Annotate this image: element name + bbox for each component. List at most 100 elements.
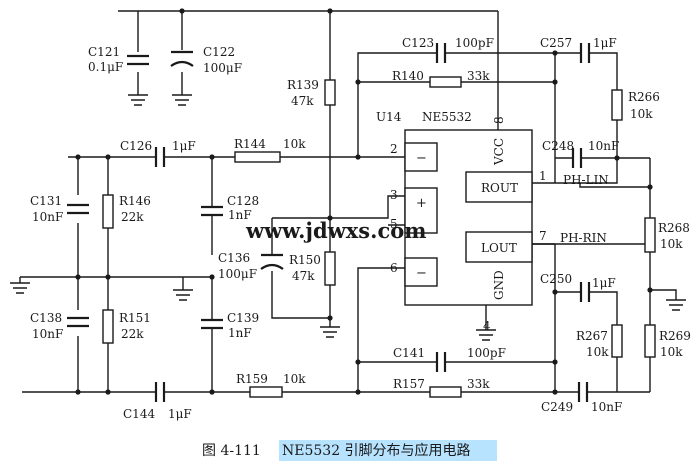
c121-value: 0.1μF xyxy=(88,60,123,74)
r139-value: 47k xyxy=(291,94,314,108)
c131-ref: C131 xyxy=(30,194,62,208)
capacitor-c250 xyxy=(579,282,591,302)
capacitor-c248 xyxy=(571,148,583,168)
capacitor-c128 xyxy=(201,205,223,217)
resistor-r139 xyxy=(324,79,336,106)
r140-ref: R140 xyxy=(392,69,424,83)
rout-label: ROUT xyxy=(481,181,518,195)
resistor-r140 xyxy=(429,76,462,88)
opamp-a-noninverting-box xyxy=(404,187,438,234)
r144-value: 10k xyxy=(283,137,306,151)
r266-value: 10k xyxy=(630,107,653,121)
ground-symbol-r150 xyxy=(320,326,340,338)
c248-value: 10nF xyxy=(588,139,619,153)
pin-4-label: 4 xyxy=(483,319,491,333)
c257-ref: C257 xyxy=(540,36,572,50)
c126-ref: C126 xyxy=(120,139,152,153)
resistor-r151 xyxy=(102,309,114,344)
caption-highlight xyxy=(279,440,497,461)
net-ph-rin: PH-RIN xyxy=(560,231,607,245)
c131-value: 10nF xyxy=(32,210,63,224)
resistor-r157 xyxy=(429,386,462,398)
r140-value: 33k xyxy=(467,69,490,83)
c141-ref: C141 xyxy=(393,346,425,360)
capacitor-c136 xyxy=(260,253,284,270)
ground-symbol-gnd-pin xyxy=(476,329,496,341)
r269-value: 10k xyxy=(660,345,683,359)
r146-value: 22k xyxy=(121,210,144,224)
pin-1-label: 1 xyxy=(539,169,547,183)
vcc-label: VCC xyxy=(492,138,506,166)
r157-value: 33k xyxy=(467,377,490,391)
r157-ref: R157 xyxy=(393,377,425,391)
capacitor-c141 xyxy=(435,352,447,372)
pin-3-label: 3 xyxy=(390,188,398,202)
c136-ref: C136 xyxy=(218,251,250,265)
c141-value: 100pF xyxy=(467,346,506,360)
capacitor-c121 xyxy=(127,54,149,66)
opamp-b-inverting-box xyxy=(404,257,438,287)
c249-value: 10nF xyxy=(591,400,622,414)
r146-ref: R146 xyxy=(119,194,151,208)
resistor-r268 xyxy=(644,217,656,253)
minus-sign-b: − xyxy=(416,266,427,281)
component-labels: C121 0.1μF C122 100μF R139 47k C123 100p… xyxy=(30,36,691,421)
r266-ref: R266 xyxy=(628,90,660,104)
lout-label: LOUT xyxy=(481,241,517,255)
rout-box xyxy=(465,171,533,203)
junction-dots xyxy=(75,8,653,395)
pin-5-label: 5 xyxy=(390,217,398,231)
resistor-r267 xyxy=(611,324,623,358)
c126-value: 1μF xyxy=(172,139,196,153)
c144-ref: C144 xyxy=(123,407,155,421)
resistor-r159 xyxy=(249,386,283,398)
c139-value: 1nF xyxy=(228,326,252,340)
lout-box xyxy=(465,231,533,263)
opamp-a-inverting-box xyxy=(404,142,438,172)
r150-value: 47k xyxy=(292,269,315,283)
figure-caption: 图 4-111 NE5532 引脚分布与应用电路 xyxy=(202,440,497,461)
r267-ref: R267 xyxy=(576,329,608,343)
r268-value: 10k xyxy=(660,237,683,251)
resistor-r266 xyxy=(611,89,623,121)
c121-ref: C121 xyxy=(88,45,120,59)
resistor-r144 xyxy=(234,151,281,163)
pin-7-label: 7 xyxy=(539,229,547,243)
c257-value: 1μF xyxy=(593,36,617,50)
ground-symbols xyxy=(10,94,686,341)
capacitor-c139 xyxy=(201,318,223,330)
r151-value: 22k xyxy=(121,327,144,341)
ground-symbol-c122 xyxy=(172,94,192,106)
capacitors xyxy=(67,43,591,402)
r151-ref: R151 xyxy=(119,311,151,325)
caption-title: NE5532 引脚分布与应用电路 xyxy=(282,442,471,459)
c128-value: 1nF xyxy=(228,208,252,222)
watermark: www.jdwxs.com xyxy=(245,218,426,243)
capacitor-c122 xyxy=(170,50,194,67)
resistor-r269 xyxy=(644,324,656,358)
caption-number: 图 4-111 xyxy=(202,443,261,459)
resistor-r150 xyxy=(324,251,336,286)
r139-ref: R139 xyxy=(287,78,319,92)
r159-ref: R159 xyxy=(236,372,268,386)
c123-ref: C123 xyxy=(402,36,434,50)
capacitor-c123 xyxy=(435,43,447,63)
r159-value: 10k xyxy=(283,372,306,386)
ic-ne5532: − + − ROUT LOUT VCC GND 1 2 3 4 5 6 7 8 xyxy=(390,116,547,333)
minus-sign-a: − xyxy=(416,151,427,166)
pin-6-label: 6 xyxy=(390,261,398,275)
c138-ref: C138 xyxy=(30,311,62,325)
pin-2-label: 2 xyxy=(390,142,398,156)
capacitor-c126 xyxy=(154,147,166,167)
c138-value: 10nF xyxy=(32,327,63,341)
capacitor-c144 xyxy=(154,382,166,402)
pin-8-label: 8 xyxy=(492,116,506,124)
r267-value: 10k xyxy=(586,345,609,359)
ic-ref: U14 xyxy=(376,110,402,124)
net-ph-lin: PH-LIN xyxy=(563,173,609,187)
c122-ref: C122 xyxy=(203,45,235,59)
ground-symbol-r268 xyxy=(666,299,686,311)
c122-value: 100μF xyxy=(203,61,242,75)
c144-value: 1μF xyxy=(168,407,192,421)
